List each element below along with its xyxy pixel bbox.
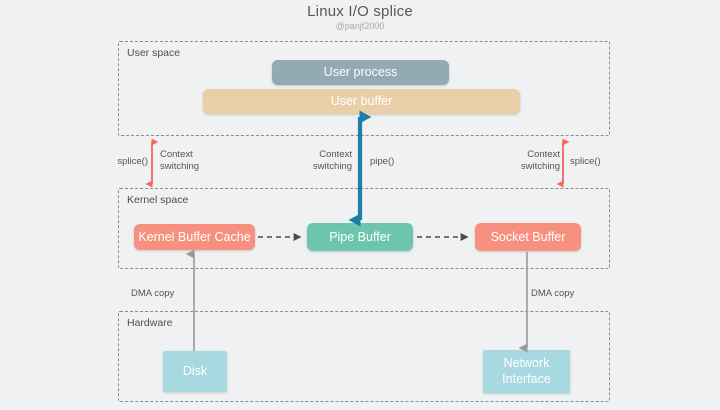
node-user-buffer-label: User buffer <box>330 94 393 109</box>
label-dma-copy-left: DMA copy <box>131 288 175 299</box>
node-kernel-buffer-cache[interactable]: Kernel Buffer Cache <box>134 224 255 250</box>
label-center-context-switching: Context switching <box>312 149 352 172</box>
section-hardware: Hardware <box>118 311 610 402</box>
section-user-space-label: User space <box>127 47 181 59</box>
node-kernel-buffer-cache-label: Kernel Buffer Cache <box>138 229 251 244</box>
node-disk-label: Disk <box>182 363 208 378</box>
node-user-process[interactable]: User process <box>272 60 449 85</box>
page-subtitle: @panjf2000 <box>335 21 385 31</box>
label-center-pipe: pipe() <box>370 156 395 167</box>
section-kernel-space-label: Kernel space <box>127 194 189 206</box>
label-right-splice: splice() <box>570 156 601 167</box>
node-user-buffer[interactable]: User buffer <box>203 89 520 114</box>
label-left-splice: splice() <box>117 156 148 167</box>
node-disk[interactable]: Disk <box>163 351 227 392</box>
node-network-interface[interactable]: Network Interface <box>483 350 570 393</box>
node-pipe-buffer[interactable]: Pipe Buffer <box>307 223 413 251</box>
node-pipe-buffer-label: Pipe Buffer <box>329 229 391 244</box>
label-dma-copy-right: DMA copy <box>531 288 575 299</box>
page-title: Linux I/O splice <box>307 3 413 20</box>
node-socket-buffer[interactable]: Socket Buffer <box>475 223 581 251</box>
label-left-context-switching: Context switching <box>160 149 200 172</box>
node-user-process-label: User process <box>323 65 398 80</box>
node-socket-buffer-label: Socket Buffer <box>490 229 566 244</box>
node-network-interface-label: Network Interface <box>502 355 551 386</box>
label-right-context-switching: Context switching <box>520 149 560 172</box>
section-hardware-label: Hardware <box>127 317 173 329</box>
